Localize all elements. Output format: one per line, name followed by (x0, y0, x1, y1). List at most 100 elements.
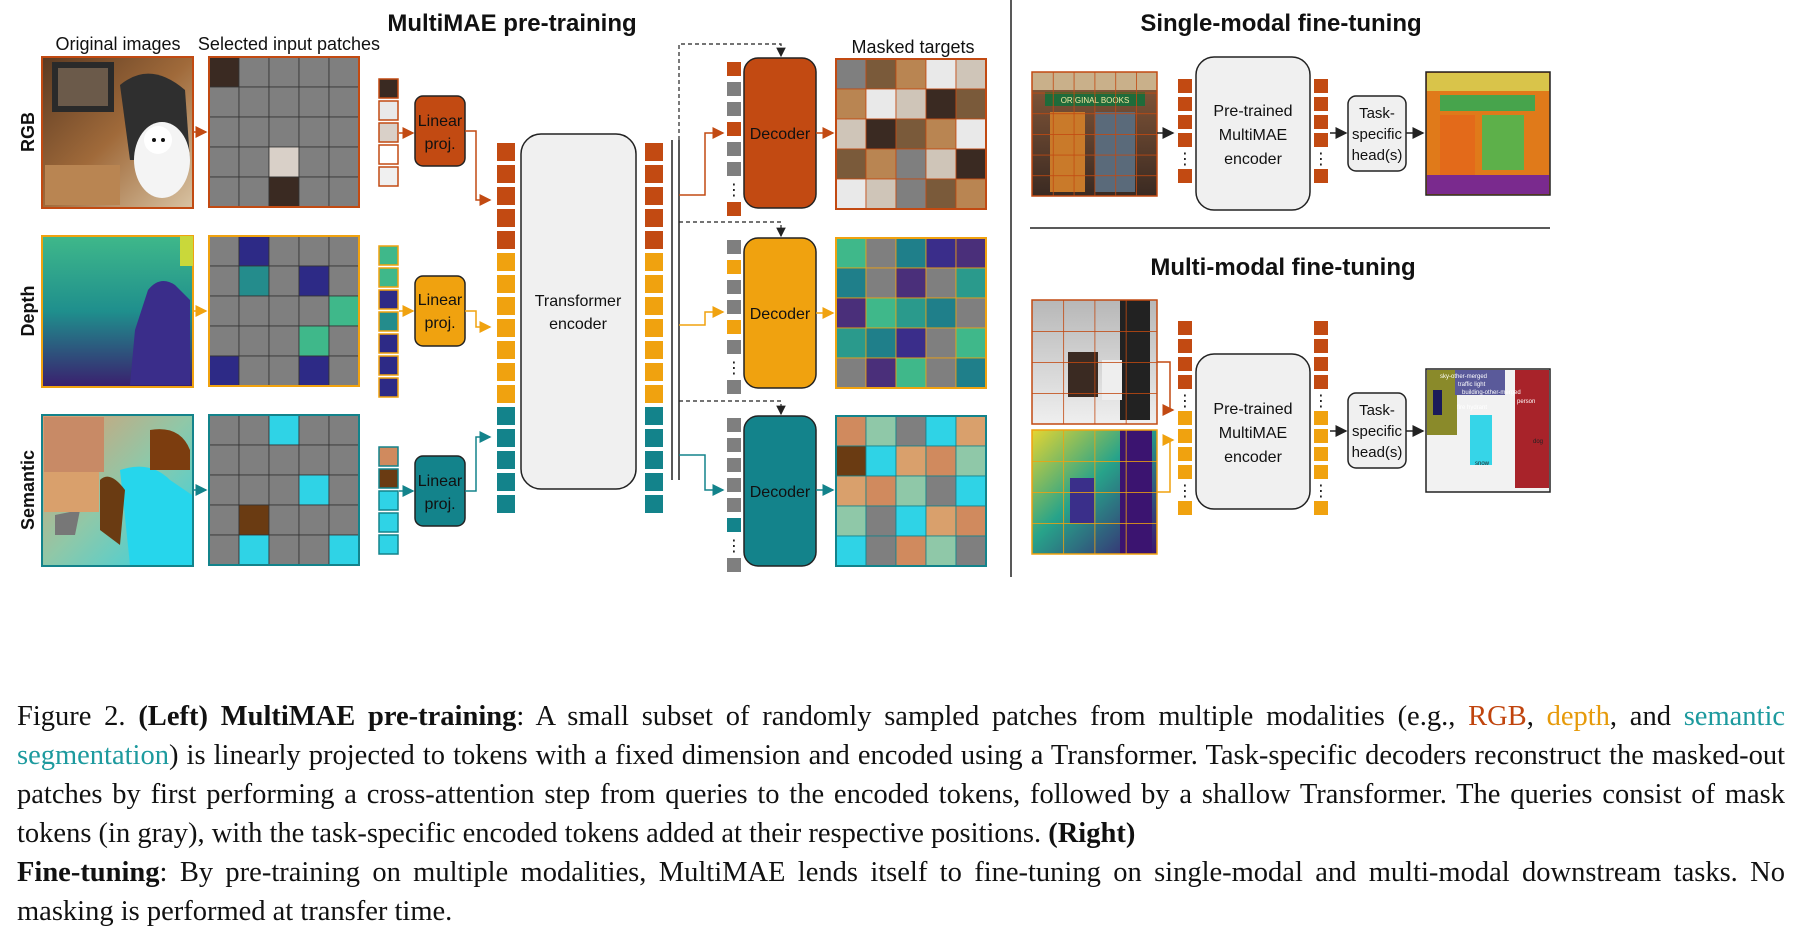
col-original-label: Original images (55, 34, 180, 54)
token (1178, 501, 1192, 515)
masked-patch (268, 86, 300, 118)
reconstructed-patch (835, 415, 867, 447)
caption-left-name: MultiMAE pre-training (220, 701, 517, 732)
visible-patch (238, 504, 270, 536)
svg-text:proj.: proj. (424, 496, 455, 513)
token (1314, 339, 1328, 353)
reconstructed-patch (925, 118, 957, 150)
reconstructed-patch (925, 415, 957, 447)
masked-patch (328, 265, 360, 297)
row-label-semantic: Semantic (18, 450, 38, 530)
masked-patch (865, 535, 897, 567)
masked-patch (328, 414, 360, 446)
masked-patch (238, 116, 270, 148)
patch-strip-semantic (378, 446, 399, 555)
pretrained-encoder-single: Pre-trained MultiMAE encoder (1195, 56, 1311, 211)
masked-patch (328, 444, 360, 476)
masked-patch (298, 116, 330, 148)
token-semantic (497, 407, 515, 425)
linear-proj-rgb: Linear proj. (414, 95, 466, 167)
masked-patch (208, 504, 240, 536)
svg-text:encoder: encoder (549, 316, 607, 333)
token (1314, 79, 1328, 93)
masked-patch (238, 355, 270, 387)
reconstructed-patch (955, 475, 987, 507)
reconstructed-patch (895, 297, 927, 329)
visible-patch (328, 534, 360, 566)
masked-patch (208, 116, 240, 148)
svg-text:Pre-trained: Pre-trained (1213, 103, 1292, 120)
masked-patch (298, 86, 330, 118)
patch-strip-rgb (378, 78, 399, 187)
mask-token (727, 458, 741, 472)
reconstructed-patch (925, 178, 957, 210)
task-head-multi: Task- specific head(s) (1347, 392, 1407, 469)
token-depth (645, 363, 663, 381)
masked-patch (238, 176, 270, 208)
svg-text:proj.: proj. (424, 136, 455, 153)
strip-patch (378, 289, 399, 310)
mask-token (727, 380, 741, 394)
masked-patch (925, 357, 957, 389)
mask-token (727, 82, 741, 96)
masked-patch (238, 414, 270, 446)
grid-line (1136, 72, 1137, 196)
svg-text:Linear: Linear (418, 292, 463, 309)
visible-patch (238, 265, 270, 297)
reconstructed-patch (835, 297, 867, 329)
pretrained-encoder-multi: Pre-trained MultiMAE encoder (1195, 353, 1311, 510)
masked-patch (835, 58, 867, 90)
masked-patch (208, 474, 240, 506)
masked-patch (268, 56, 300, 88)
seg-label-person: person (1517, 399, 1535, 405)
reconstructed-patch (865, 327, 897, 359)
grid-line (1032, 154, 1157, 156)
svg-text:Transformer: Transformer (535, 293, 622, 310)
masked-patch (208, 325, 240, 357)
reconstructed-patch (955, 58, 987, 90)
masked-patch (268, 355, 300, 387)
reconstructed-patch (895, 505, 927, 537)
strip-patch (378, 490, 399, 511)
token (1314, 169, 1328, 183)
masked-patch (238, 86, 270, 118)
encoded-query (727, 62, 741, 76)
single-output-tokens: ⋮ (1313, 79, 1329, 183)
strip-patch (378, 377, 399, 398)
encoded-query (727, 320, 741, 334)
token-rgb (497, 165, 515, 183)
seg-label-traffic: traffic light (1458, 382, 1486, 388)
token-semantic (645, 473, 663, 491)
grid-line (1032, 393, 1157, 394)
reconstructed-patch (835, 327, 867, 359)
ellipsis: ⋮ (1313, 151, 1329, 168)
reconstructed-patch (925, 505, 957, 537)
token (1178, 133, 1192, 147)
reconstructed-patch (955, 178, 987, 210)
grid-border (208, 56, 360, 208)
masked-patch (298, 414, 330, 446)
masked-patch (298, 504, 330, 536)
caption-left-tag: (Left) (138, 701, 208, 732)
mask-token (727, 240, 741, 254)
svg-text:MultiMAE: MultiMAE (1219, 127, 1287, 144)
encoded-query (727, 518, 741, 532)
token (1178, 429, 1192, 443)
masked-patch (268, 295, 300, 327)
token-semantic (645, 495, 663, 513)
masked-patch (208, 176, 240, 208)
figure-diagram: MultiMAE pre-training Original images Se… (18, 0, 1551, 577)
decoder-rgb: Decoder (743, 57, 817, 209)
token (1178, 321, 1192, 335)
token-depth (497, 341, 515, 359)
mask-token (727, 478, 741, 492)
token (1178, 411, 1192, 425)
token (1314, 357, 1328, 371)
token (1314, 429, 1328, 443)
masked-patch (238, 146, 270, 178)
token-semantic (497, 429, 515, 447)
caption-rgb: RGB (1468, 701, 1527, 732)
reconstructed-patch (865, 475, 897, 507)
reconstructed-patch (955, 267, 987, 299)
strip-patch (378, 267, 399, 288)
